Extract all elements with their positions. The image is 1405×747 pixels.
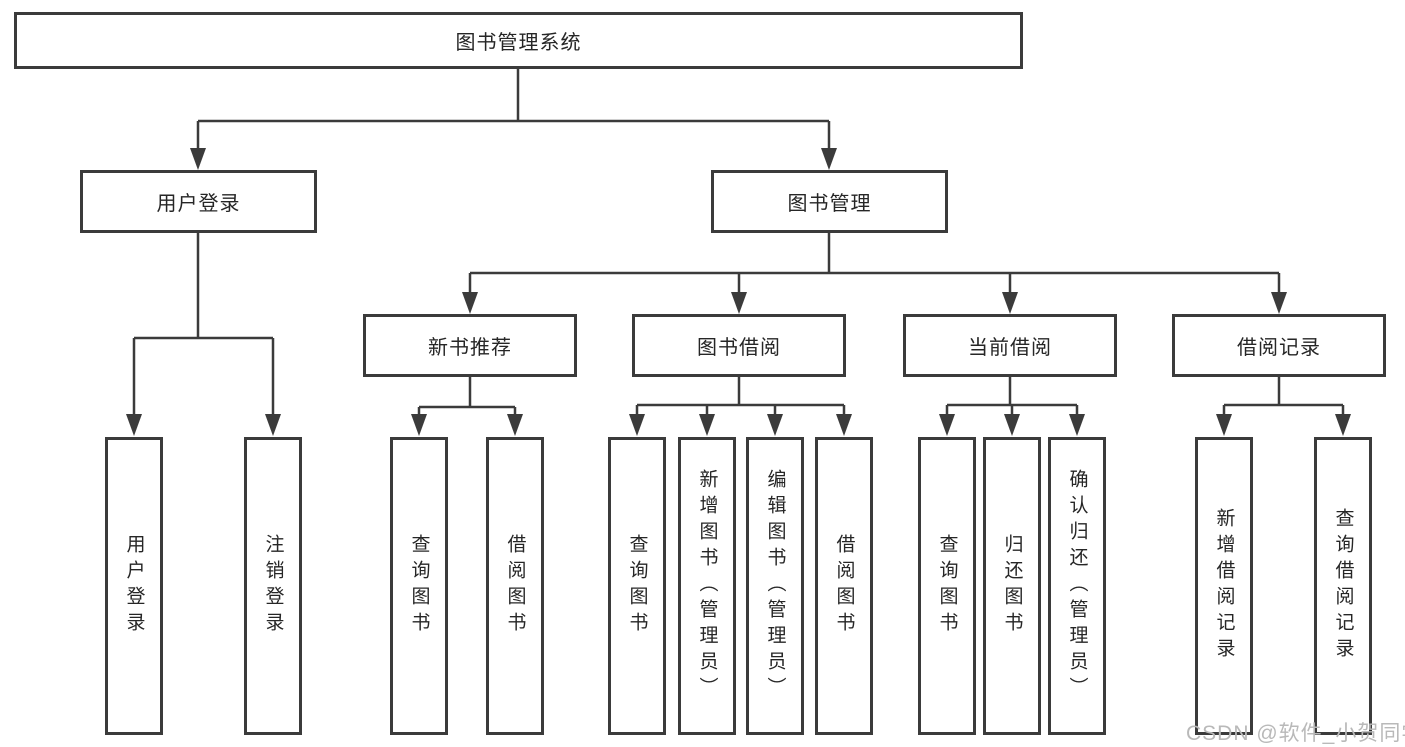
leaf-borrow-add-books-admin: 新增图书（管理员） — [678, 437, 736, 735]
leaf-records-add-record: 新增借阅记录 — [1195, 437, 1253, 735]
leaf-borrow-borrow-books: 借阅图书 — [815, 437, 873, 735]
leaf-borrow-search-books: 查询图书 — [608, 437, 666, 735]
connector-current-borrow-children — [945, 377, 1079, 418]
leaf-current-confirm-return-admin: 确认归还（管理员） — [1048, 437, 1106, 735]
leaf-current-search-books: 查询图书 — [918, 437, 976, 735]
leaf-records-search-record: 查询借阅记录 — [1314, 437, 1372, 735]
connector-new-book-children — [417, 377, 517, 418]
arrowheads — [126, 148, 1351, 436]
node-book-borrow: 图书借阅 — [632, 314, 846, 377]
connector-borrow-records-children — [1222, 377, 1345, 418]
leaf-current-return-books: 归还图书 — [983, 437, 1041, 735]
node-root-system: 图书管理系统 — [14, 12, 1023, 69]
leaf-newbook-borrow-books: 借阅图书 — [486, 437, 544, 735]
node-new-book-recommend: 新书推荐 — [363, 314, 577, 377]
leaf-user-login: 用户登录 — [105, 437, 163, 735]
node-current-borrow: 当前借阅 — [903, 314, 1117, 377]
csdn-watermark: CSDN @软件_小贺同学 — [1186, 722, 1405, 745]
node-book-management: 图书管理 — [711, 170, 948, 233]
connector-root-to-level2 — [196, 69, 831, 152]
connector-book-borrow-children — [635, 377, 846, 418]
connector-user-login-children — [132, 233, 275, 418]
node-borrow-records: 借阅记录 — [1172, 314, 1386, 377]
leaf-newbook-search-books: 查询图书 — [390, 437, 448, 735]
leaf-logout: 注销登录 — [244, 437, 302, 735]
leaf-borrow-edit-books-admin: 编辑图书（管理员） — [746, 437, 804, 735]
connector-book-mgmt-to-level3 — [468, 233, 1281, 297]
node-user-login: 用户登录 — [80, 170, 317, 233]
